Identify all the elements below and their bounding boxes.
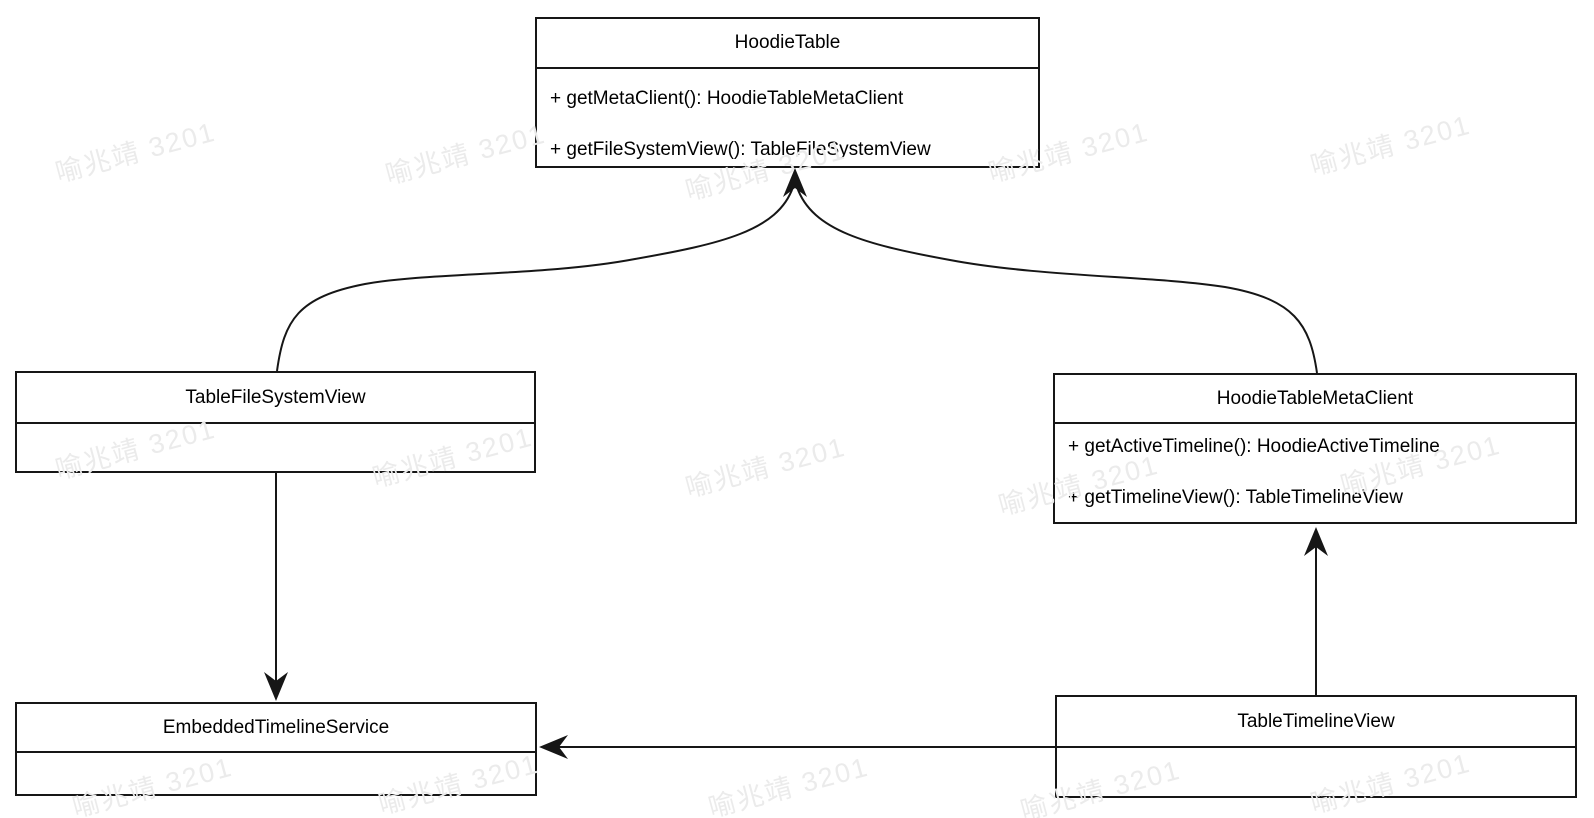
edge-tablefilesystemview-to-hoodietable [276,186,794,372]
class-methods-compartment: + getActiveTimeline(): HoodieActiveTimel… [1055,424,1575,522]
edge-hoodietablemetaclient-to-hoodietable [796,186,1318,374]
class-box-hoodietablemetaclient: HoodieTableMetaClient + getActiveTimelin… [1053,373,1577,524]
class-title: EmbeddedTimelineService [17,704,535,753]
arrowhead-left-embeddedtimelineservice [539,735,568,759]
class-methods-compartment-empty [1057,748,1575,796]
class-methods-compartment-empty [17,753,535,794]
class-box-tablefilesystemview: TableFileSystemView [15,371,536,473]
class-method: + getFileSystemView(): TableFileSystemVi… [550,139,931,160]
class-title: HoodieTableMetaClient [1055,375,1575,424]
arrowhead-down-embeddedtimelineservice [264,672,288,701]
class-title: TableTimelineView [1057,697,1575,748]
arrowhead-up-hoodietable [783,168,807,197]
class-title: HoodieTable [537,19,1038,69]
class-method: + getActiveTimeline(): HoodieActiveTimel… [1068,436,1440,457]
class-box-hoodietable: HoodieTable + getMetaClient(): HoodieTab… [535,17,1040,168]
class-methods-compartment: + getMetaClient(): HoodieTableMetaClient… [537,69,1038,168]
class-box-tabletimelineview: TableTimelineView [1055,695,1577,798]
class-method: + getMetaClient(): HoodieTableMetaClient [550,88,904,109]
class-box-embeddedtimelineservice: EmbeddedTimelineService [15,702,537,796]
arrowhead-up-hoodietablemetaclient [1304,527,1328,556]
class-title: TableFileSystemView [17,373,534,424]
class-method: + getTimelineView(): TableTimelineView [1068,487,1403,508]
class-methods-compartment-empty [17,424,534,471]
